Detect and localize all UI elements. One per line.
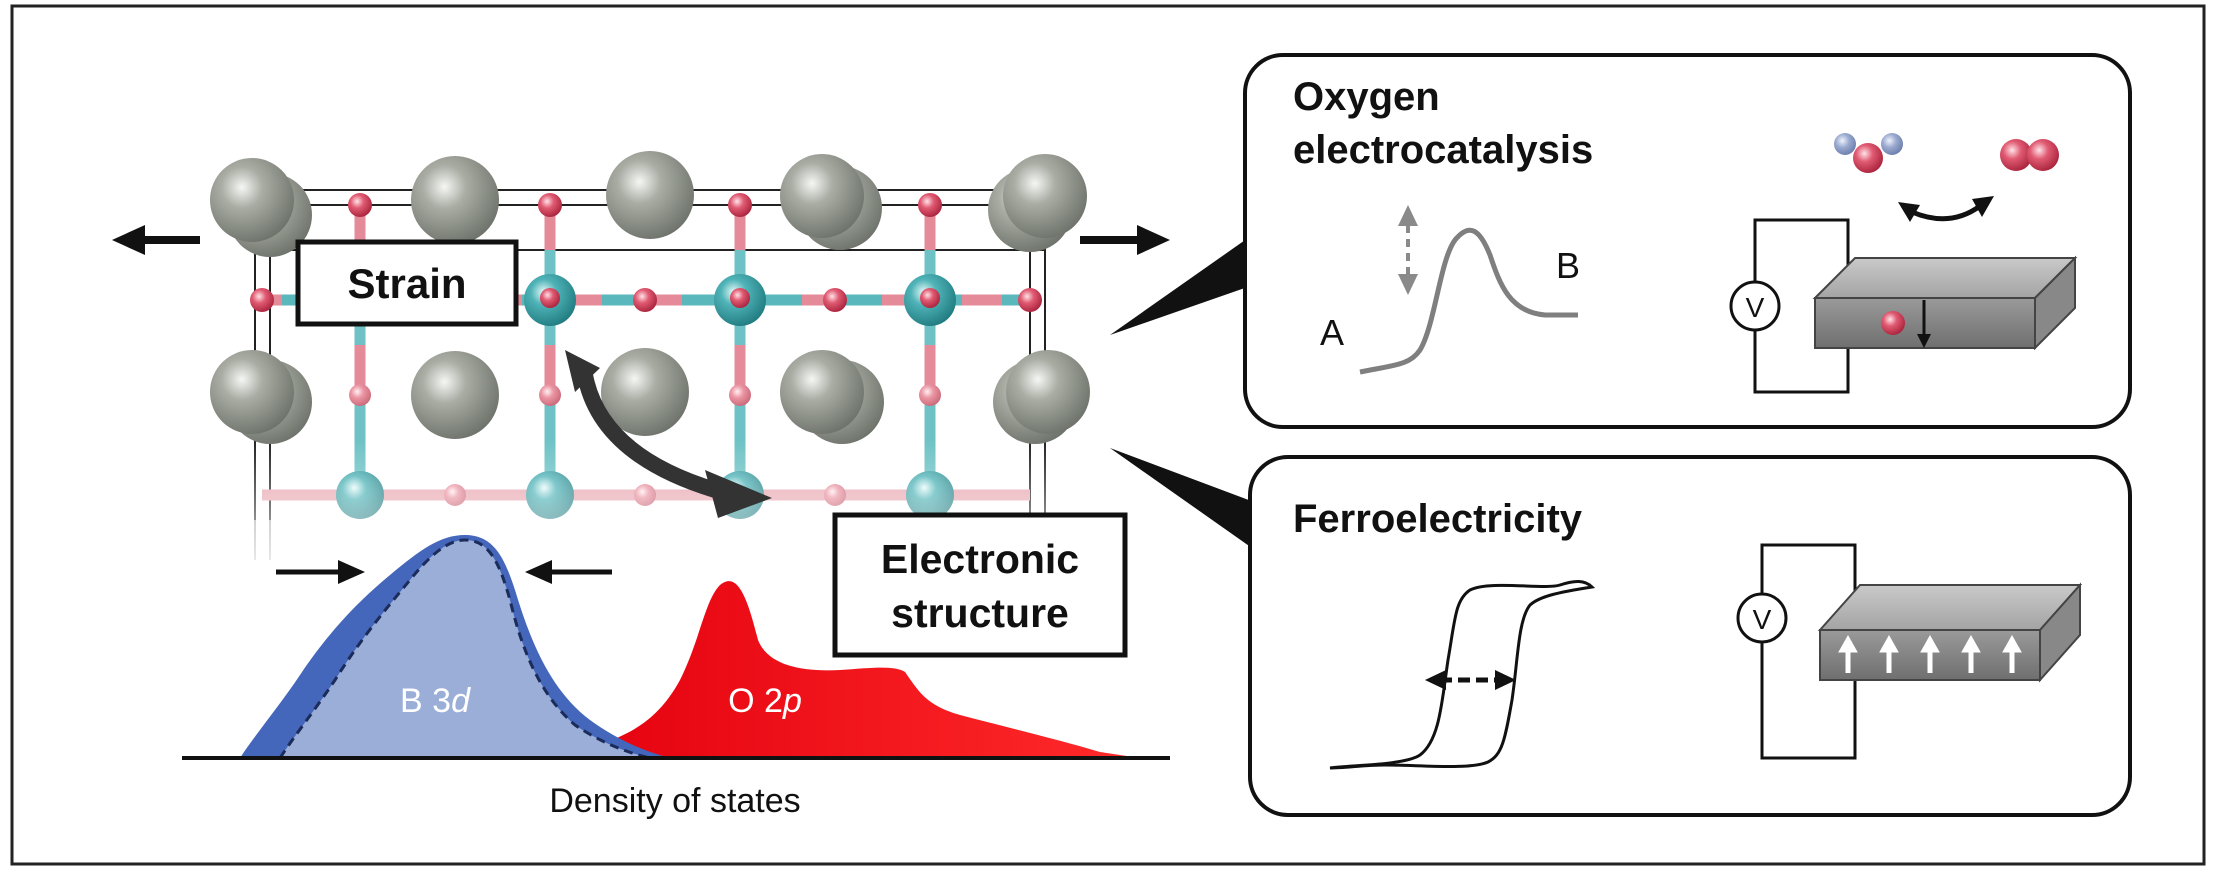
electronic-structure-box: Electronic structure [832,512,1128,658]
voltmeter-label: V [1746,292,1765,323]
ferroelectric-slab [1817,582,2083,683]
oxygen-electrocatalysis-panel: Oxygen electrocatalysis A B [1243,53,2132,429]
arrowhead-up-icon [565,350,600,392]
o-2p-peak [560,581,1140,758]
voltmeter-icon: V [1729,280,1781,332]
reaction-barrier-curve [1359,227,1578,375]
b-3d-peak [280,540,650,758]
callout-wedge-top [1110,238,1262,335]
ferroelectricity-panel: Ferroelectricity V [1248,455,2132,817]
o-2p-label: O 2p [728,682,802,720]
strain-arrows [112,225,1170,255]
circuit-wires [1753,218,1850,394]
oxygen-molecule [2000,139,2059,171]
callout-wedge-bottom [1110,448,1262,548]
oxygen-title-line2: electrocatalysis [1293,128,1593,172]
dos-axis-label: Density of states [549,782,800,820]
circuit-wires [1760,543,1857,760]
b-3d-peak-outline [278,538,651,760]
density-of-states: B 3d O 2p Density of states [182,535,1170,820]
barrier-change-arrow [1398,205,1418,295]
voltmeter-icon: V [1736,592,1788,644]
strain-label: Strain [347,260,466,307]
a-site-atoms [210,151,1090,444]
b-3d-label: B 3d [400,682,471,720]
conversion-arrow [1898,196,1994,222]
strain-label-box: Strain [295,239,519,327]
arrowhead-down-icon [705,470,772,518]
catalyst-slab [1812,255,2078,351]
voltmeter-label: V [1753,604,1772,635]
state-a-label: A [1320,312,1344,353]
coupling-arrow [565,350,772,518]
ferro-title: Ferroelectricity [1293,497,1583,541]
hysteresis-loop [1329,580,1596,770]
oxygen-title-line1: Oxygen [1293,75,1440,119]
arrow-right-icon [1137,225,1170,255]
arrow-left-icon [112,225,145,255]
electronic-label-line1: Electronic [881,536,1079,582]
coercive-field-arrow [1425,670,1516,690]
state-b-label: B [1556,245,1580,286]
arrow-left-icon [525,560,552,584]
arrow-right-icon [338,560,365,584]
hydroxide-molecule [1834,133,1903,173]
polarization-arrow-icons [1838,634,2022,673]
electronic-label-line2: structure [891,590,1069,636]
